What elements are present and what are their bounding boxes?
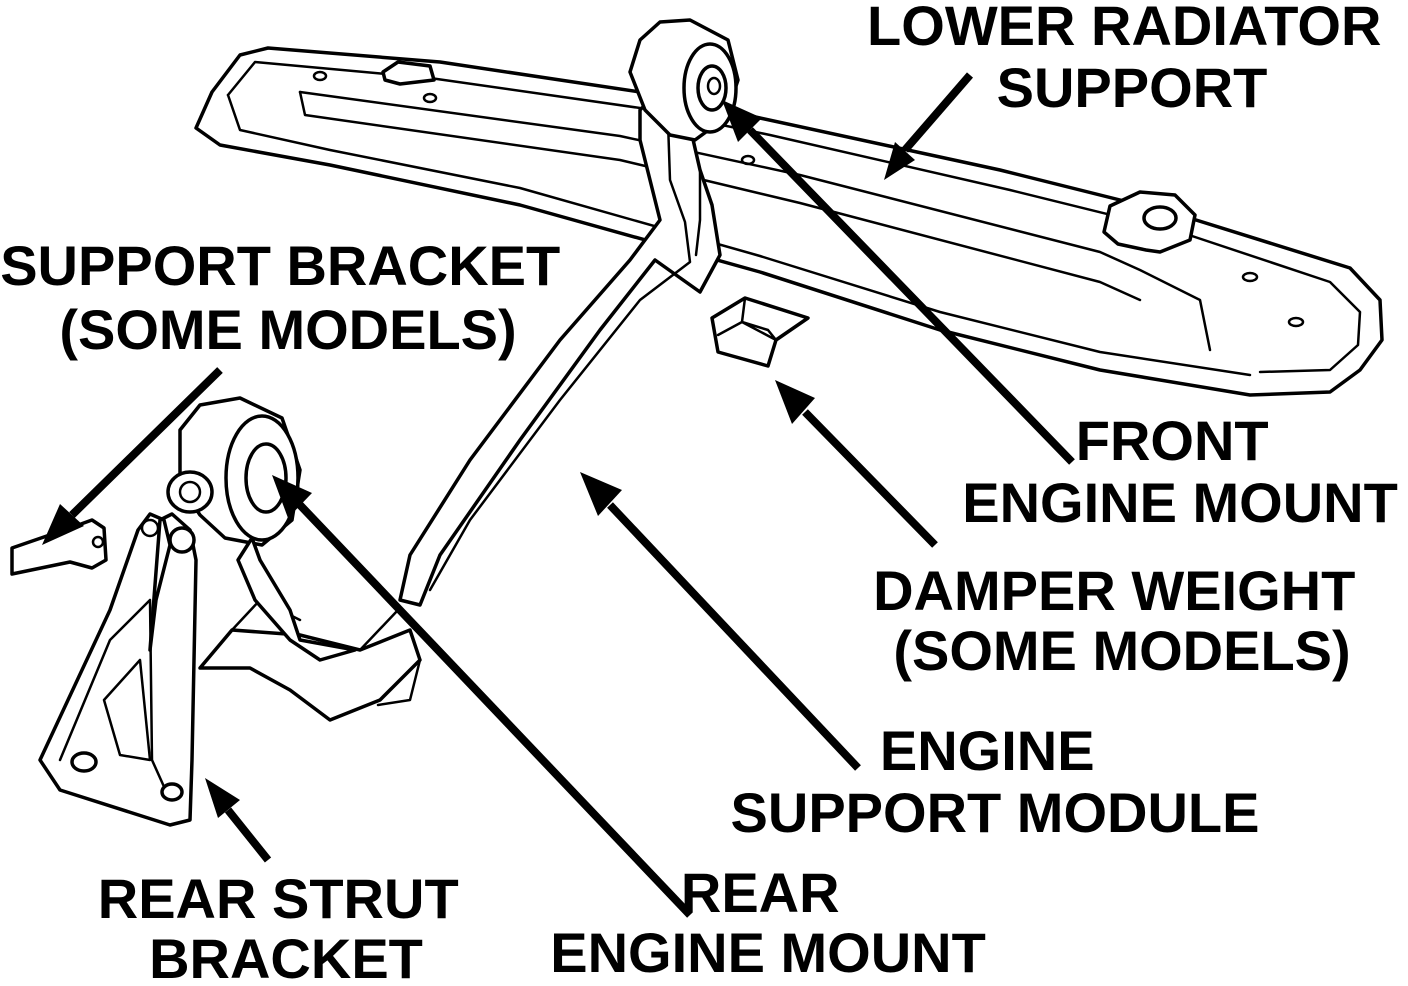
label-front-engine-mount-line1: FRONT: [1076, 409, 1269, 472]
arrowhead-rear-strut-bracket: [205, 778, 240, 818]
leader-support-bracket: [69, 367, 223, 518]
label-rear-strut-bracket-line2: BRACKET: [149, 927, 423, 986]
callout-leaders: [42, 72, 1075, 918]
label-damper-weight-line2: (SOME MODELS): [893, 619, 1350, 682]
label-front-engine-mount-line2: ENGINE MOUNT: [962, 471, 1398, 534]
label-engine-support-module-line1: ENGINE: [880, 719, 1095, 782]
arrowhead-engine-support-module: [580, 472, 622, 516]
rear-strut-bracket-part: [38, 512, 198, 827]
label-damper-weight-line1: DAMPER WEIGHT: [873, 559, 1355, 622]
arrowhead-damper-weight: [775, 380, 815, 424]
label-lower-radiator-support-line1: LOWER RADIATOR: [867, 0, 1381, 57]
label-rear-strut-bracket-line1: REAR STRUT: [98, 867, 459, 930]
label-engine-support-module: ENGINE SUPPORT MODULE: [731, 719, 1260, 844]
lower-radiator-support-part: [194, 46, 1384, 397]
damper-weight-part: [710, 296, 810, 368]
label-rear-engine-mount-line2: ENGINE MOUNT: [550, 921, 986, 984]
arrowhead-support-bracket: [42, 504, 84, 545]
leader-rear-engine-mount: [297, 502, 693, 918]
front-engine-mount-part: [628, 18, 740, 142]
label-support-bracket-line1: SUPPORT BRACKET: [0, 234, 560, 297]
label-rear-engine-mount-line1: REAR: [681, 861, 840, 924]
arrowhead-rear-engine-mount: [272, 475, 312, 518]
label-lower-radiator-support-line2: SUPPORT: [997, 56, 1268, 119]
arrowhead-front-engine-mount: [722, 100, 762, 142]
leader-engine-support-module: [607, 502, 861, 771]
label-front-engine-mount: FRONT ENGINE MOUNT: [962, 409, 1398, 534]
label-lower-radiator-support: LOWER RADIATOR SUPPORT: [867, 0, 1397, 119]
leader-front-engine-mount: [747, 127, 1075, 465]
leader-lower-radiator-support: [901, 72, 974, 153]
label-support-bracket: SUPPORT BRACKET (SOME MODELS): [0, 234, 576, 361]
label-support-bracket-line2: (SOME MODELS): [59, 298, 516, 361]
rear-engine-mount-part: [166, 396, 357, 662]
label-damper-weight: DAMPER WEIGHT (SOME MODELS): [873, 559, 1371, 682]
label-rear-strut-bracket: REAR STRUT BRACKET: [98, 867, 474, 986]
leader-damper-weight: [802, 409, 938, 548]
arrowhead-lower-radiator-support: [884, 142, 915, 180]
label-rear-engine-mount: REAR ENGINE MOUNT: [550, 861, 986, 984]
engine-support-module-part: [198, 68, 722, 722]
label-engine-support-module-line2: SUPPORT MODULE: [731, 781, 1260, 844]
leader-rear-strut-bracket: [224, 807, 272, 863]
